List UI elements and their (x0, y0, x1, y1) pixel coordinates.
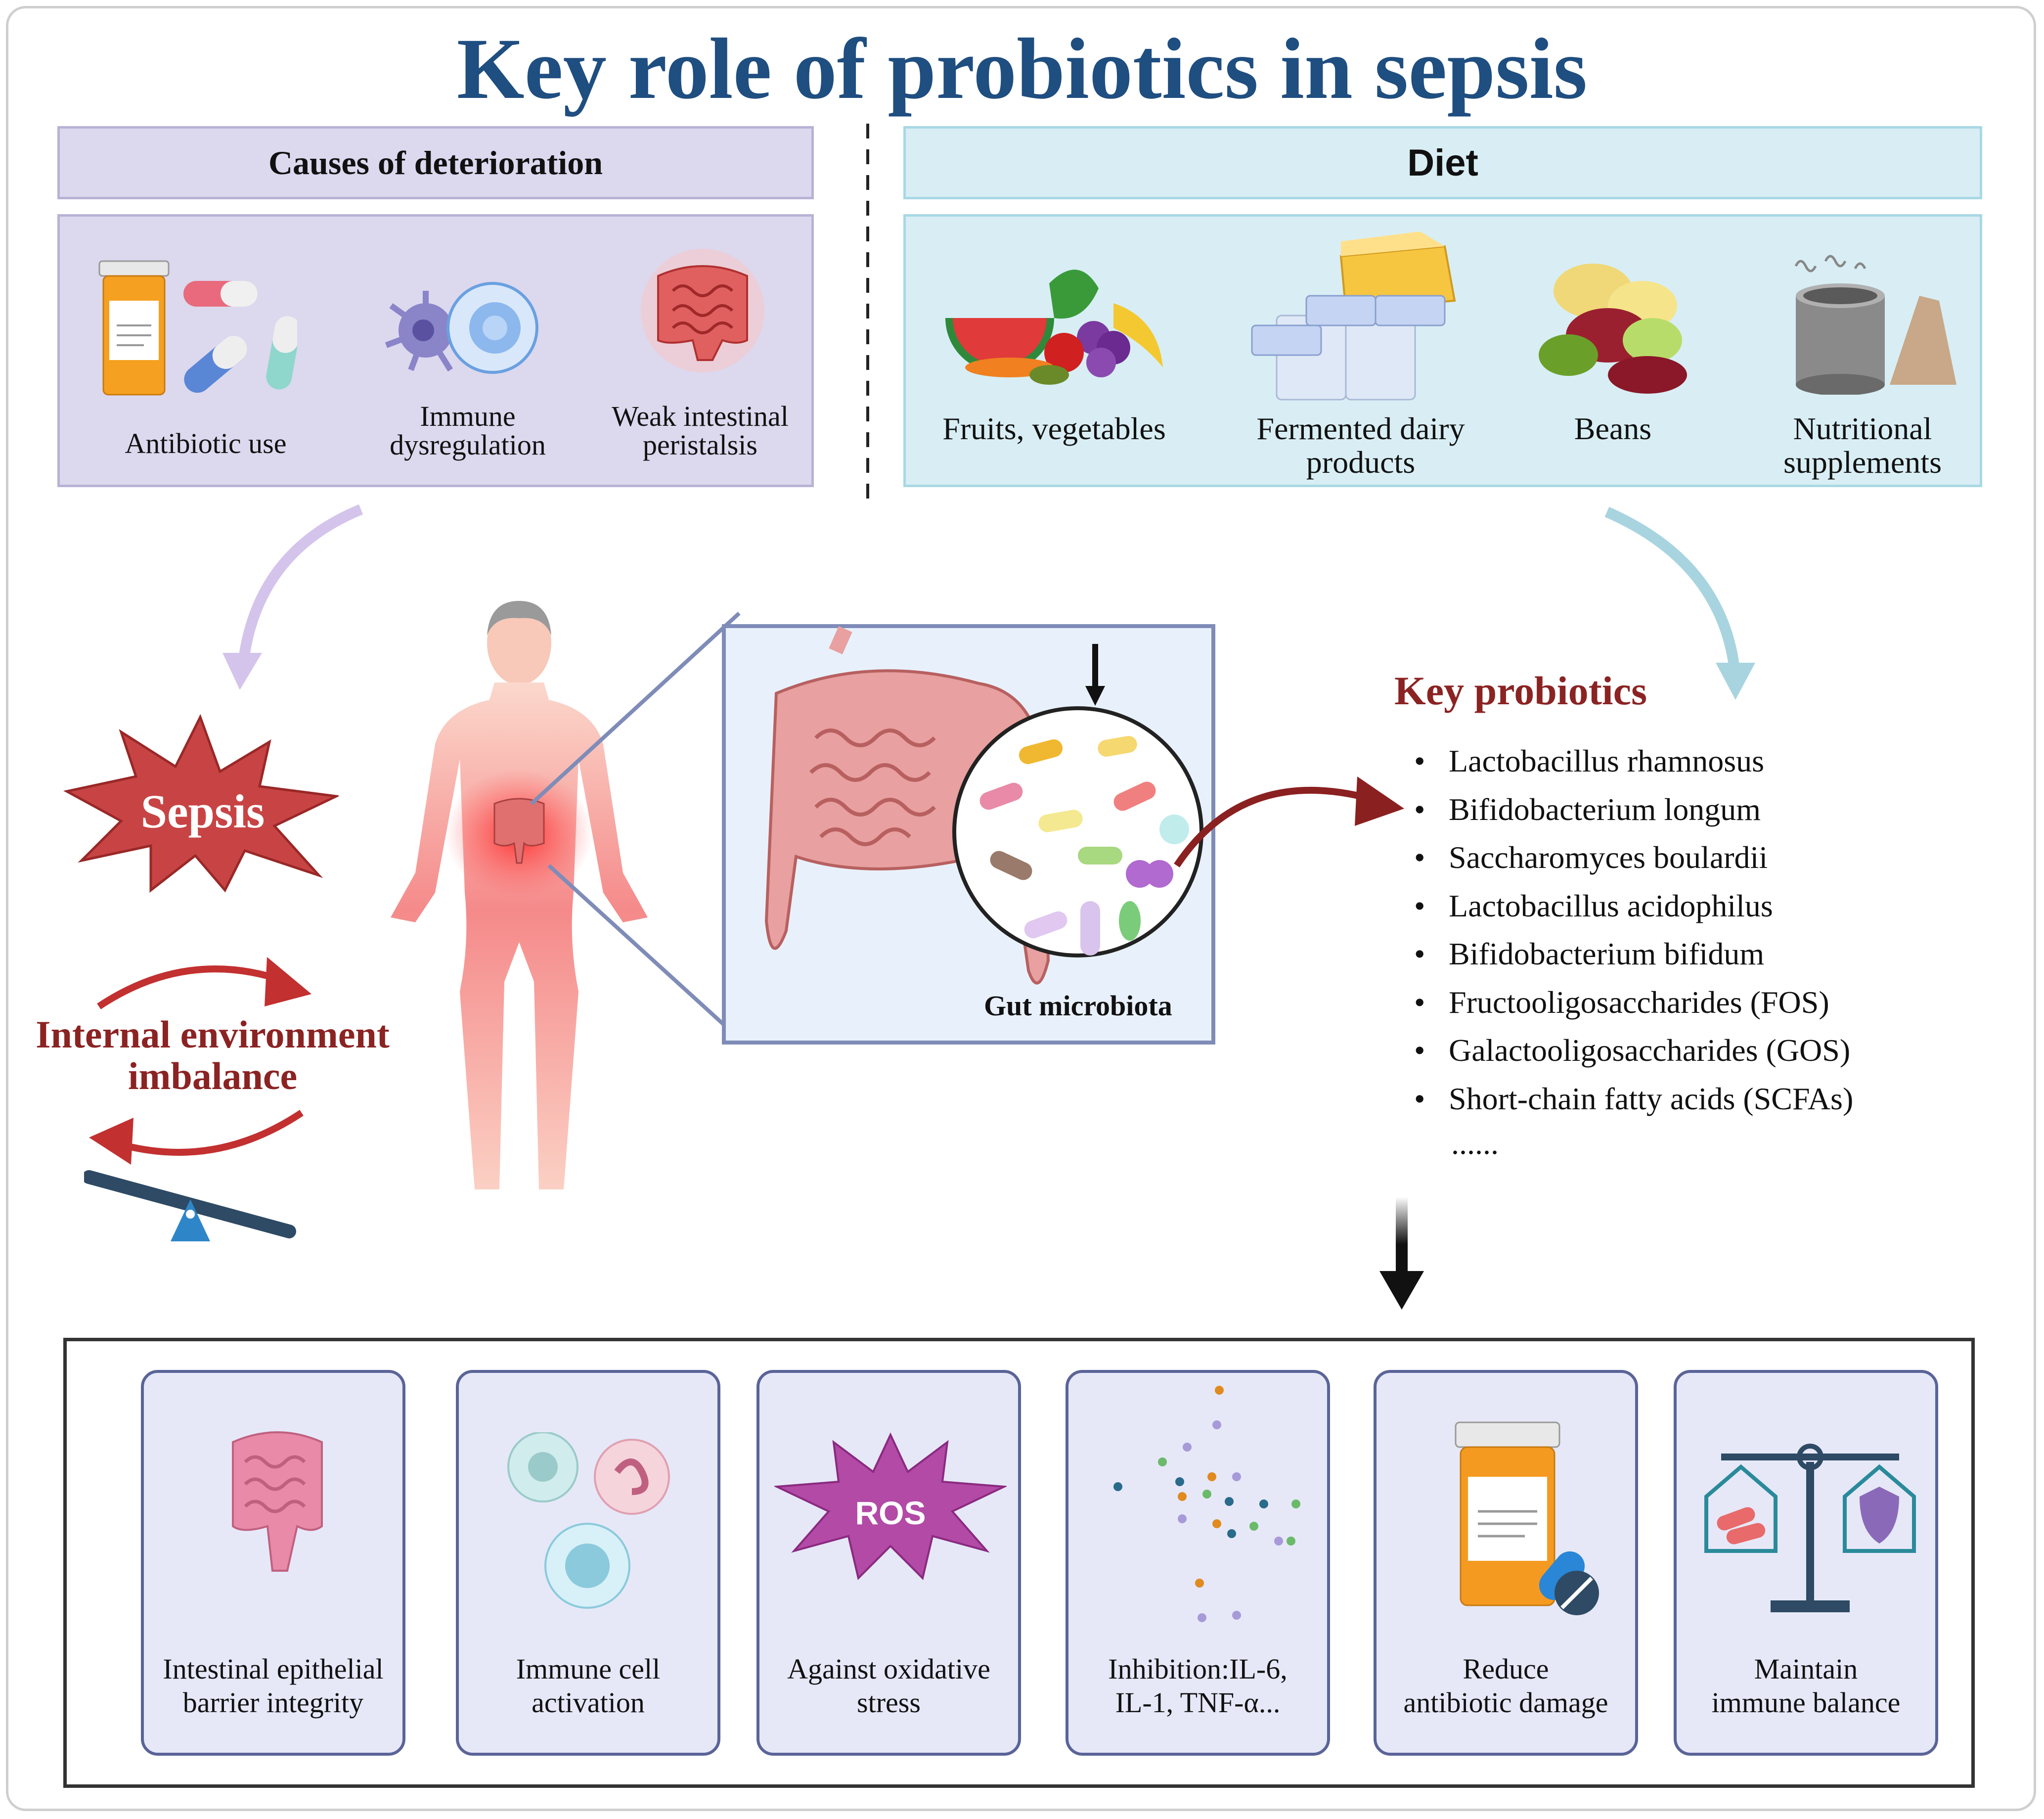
effect-label-line1: Against oxidative (787, 1653, 990, 1685)
effect-label-line2: activation (532, 1686, 645, 1719)
list-item: Saccharomyces boulardii (1414, 833, 1853, 882)
imbalance-label-line1: Internal environment (36, 1013, 390, 1056)
immune-cells-icon (385, 282, 538, 374)
cytokine-dots-icon (1113, 1386, 1300, 1622)
healthy-intestine-icon (232, 1431, 323, 1572)
microbiota-magnifier-icon (952, 706, 1203, 957)
diet-supplements-label-2: supplements (1783, 445, 1942, 480)
arrow-diet-to-probiotics (1604, 506, 1755, 700)
cause-peristalsis-label-2: peristalsis (643, 429, 757, 461)
dashed-divider (866, 124, 869, 509)
diet-panel: Fruits, vegetables Fermented dairy produ… (903, 214, 1982, 487)
effect-label-line1: Inhibition:IL-6, (1108, 1653, 1288, 1685)
human-body-icon (391, 601, 648, 1189)
cause-peristalsis-label-1: Weak intestinal (612, 400, 789, 432)
dairy-products-icon (1251, 231, 1456, 401)
key-probiotics-title: Key probiotics (1394, 668, 1647, 713)
cause-immune-label-2: dysregulation (390, 429, 546, 461)
effect-label-line1: Maintain (1754, 1653, 1858, 1685)
supplement-powder-icon (1794, 255, 1956, 395)
causes-header: Causes of deterioration (57, 126, 814, 199)
list-item: Lactobacillus rhamnosus (1414, 737, 1853, 785)
list-item: Bifidobacterium longum (1414, 785, 1853, 834)
arrow-down-to-effects (1379, 1197, 1424, 1310)
pill-bottle-icon (1455, 1421, 1599, 1615)
effect-label-line2: IL-1, TNF-α... (1115, 1686, 1281, 1719)
list-item: Short-chain fatty acids (SCFAs) (1414, 1075, 1853, 1123)
effect-label-line1: Reduce (1463, 1653, 1549, 1685)
imbalance-label: Internal environment imbalance (15, 1014, 410, 1097)
arrow-imbalance-right (97, 957, 311, 1009)
gut-microbiota-label: Gut microbiota (984, 990, 1172, 1022)
balance-scale-icon (1704, 1444, 1916, 1612)
effect-label-line2: antibiotic damage (1403, 1686, 1608, 1719)
arrow-gut-to-probiotics (1174, 776, 1404, 867)
large-intestine-icon (764, 626, 1050, 985)
zoom-lines (530, 612, 741, 1040)
diet-dairy-label-2: products (1306, 445, 1416, 480)
key-probiotics-list: Lactobacillus rhamnosus Bifidobacterium … (1414, 737, 1853, 1123)
gut-microbiota-panel (722, 624, 1215, 1045)
diet-fruits-label: Fruits, vegetables (942, 411, 1166, 446)
diet-beans-label: Beans (1574, 411, 1652, 446)
seesaw-icon (84, 1170, 296, 1241)
key-probiotics-more: ...... (1451, 1126, 1499, 1161)
fruits-vegetables-icon (945, 270, 1163, 385)
effect-label-line1: Intestinal epithelial (163, 1653, 384, 1685)
diet-supplements-label-1: Nutritional (1793, 411, 1932, 446)
page-title: Key role of probiotics in sepsis (456, 21, 1588, 117)
pill-bottle-capsules-icon (98, 260, 297, 396)
causes-panel: Antibiotic use Immune dysregulation Weak… (57, 214, 814, 487)
effect-label-line1: Immune cell (516, 1653, 661, 1685)
arrow-causes-to-sepsis (222, 504, 363, 690)
effect-label-line2: immune balance (1711, 1686, 1901, 1719)
beans-icon (1539, 264, 1687, 394)
diet-dairy-label-1: Fermented dairy (1256, 411, 1465, 446)
inflamed-intestine-icon (641, 249, 764, 372)
diet-header: Diet (903, 126, 1982, 199)
list-item: Lactobacillus acidophilus (1414, 882, 1853, 930)
effect-label-line2: stress (857, 1686, 921, 1719)
list-item: Galactooligosaccharides (GOS) (1414, 1026, 1853, 1075)
cause-antibiotic-label: Antibiotic use (125, 427, 287, 459)
list-item: Fructooligosaccharides (FOS) (1414, 978, 1853, 1027)
effect-label-line2: barrier integrity (182, 1686, 364, 1719)
cause-immune-label-1: Immune (420, 400, 516, 432)
sepsis-burst-icon (63, 714, 339, 893)
effects-box (63, 1338, 1975, 1788)
arrow-imbalance-left (89, 1110, 304, 1165)
ros-burst-icon (774, 1432, 1007, 1580)
immune-cell-icon (507, 1432, 670, 1609)
effect-label: Inhibition:IL-6,IL-1, TNF-α... (1068, 1652, 1327, 1720)
imbalance-label-line2: imbalance (128, 1054, 298, 1097)
ros-label: ROS (855, 1495, 926, 1531)
effect-card-cytokine-inhibition: Inhibition:IL-6,IL-1, TNF-α... (1066, 1370, 1330, 1756)
list-item: Bifidobacterium bifidum (1414, 930, 1853, 978)
sepsis-label: Sepsis (140, 785, 265, 838)
